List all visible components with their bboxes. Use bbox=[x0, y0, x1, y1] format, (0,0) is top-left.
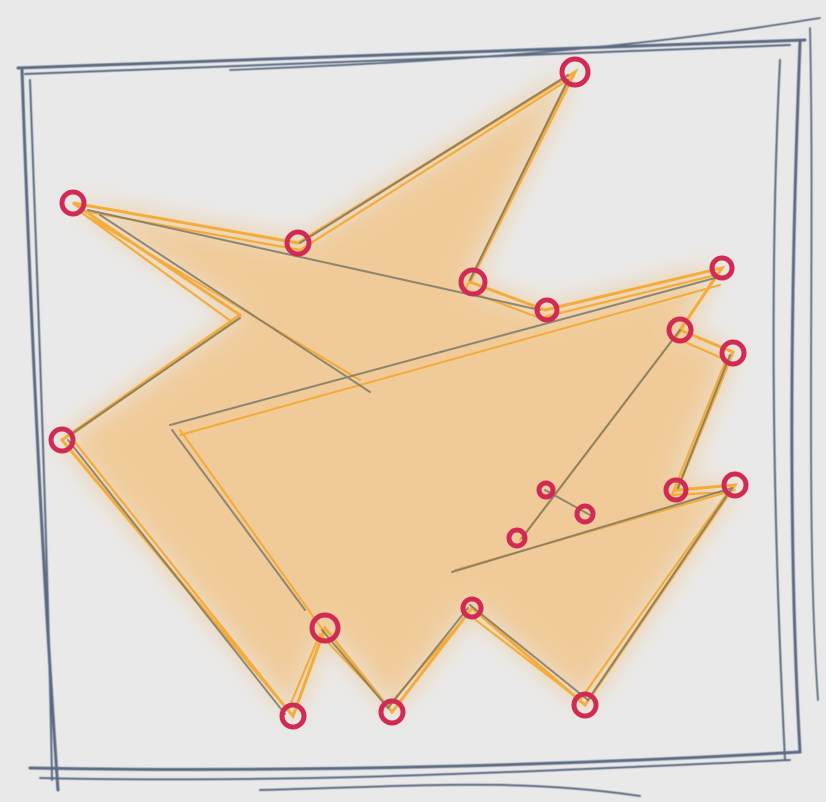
frame-bottom-3 bbox=[260, 785, 640, 796]
polygon-fill bbox=[62, 72, 735, 716]
frame-left-2 bbox=[30, 80, 52, 780]
frame-right bbox=[792, 42, 800, 752]
frame-top-2 bbox=[25, 45, 790, 74]
polygon-fill-shape bbox=[62, 72, 735, 716]
frame-right-3 bbox=[810, 28, 818, 700]
frame-left bbox=[22, 70, 58, 790]
frame-bottom bbox=[30, 752, 800, 769]
frame-right-2 bbox=[774, 60, 785, 760]
frame-top bbox=[18, 40, 805, 68]
